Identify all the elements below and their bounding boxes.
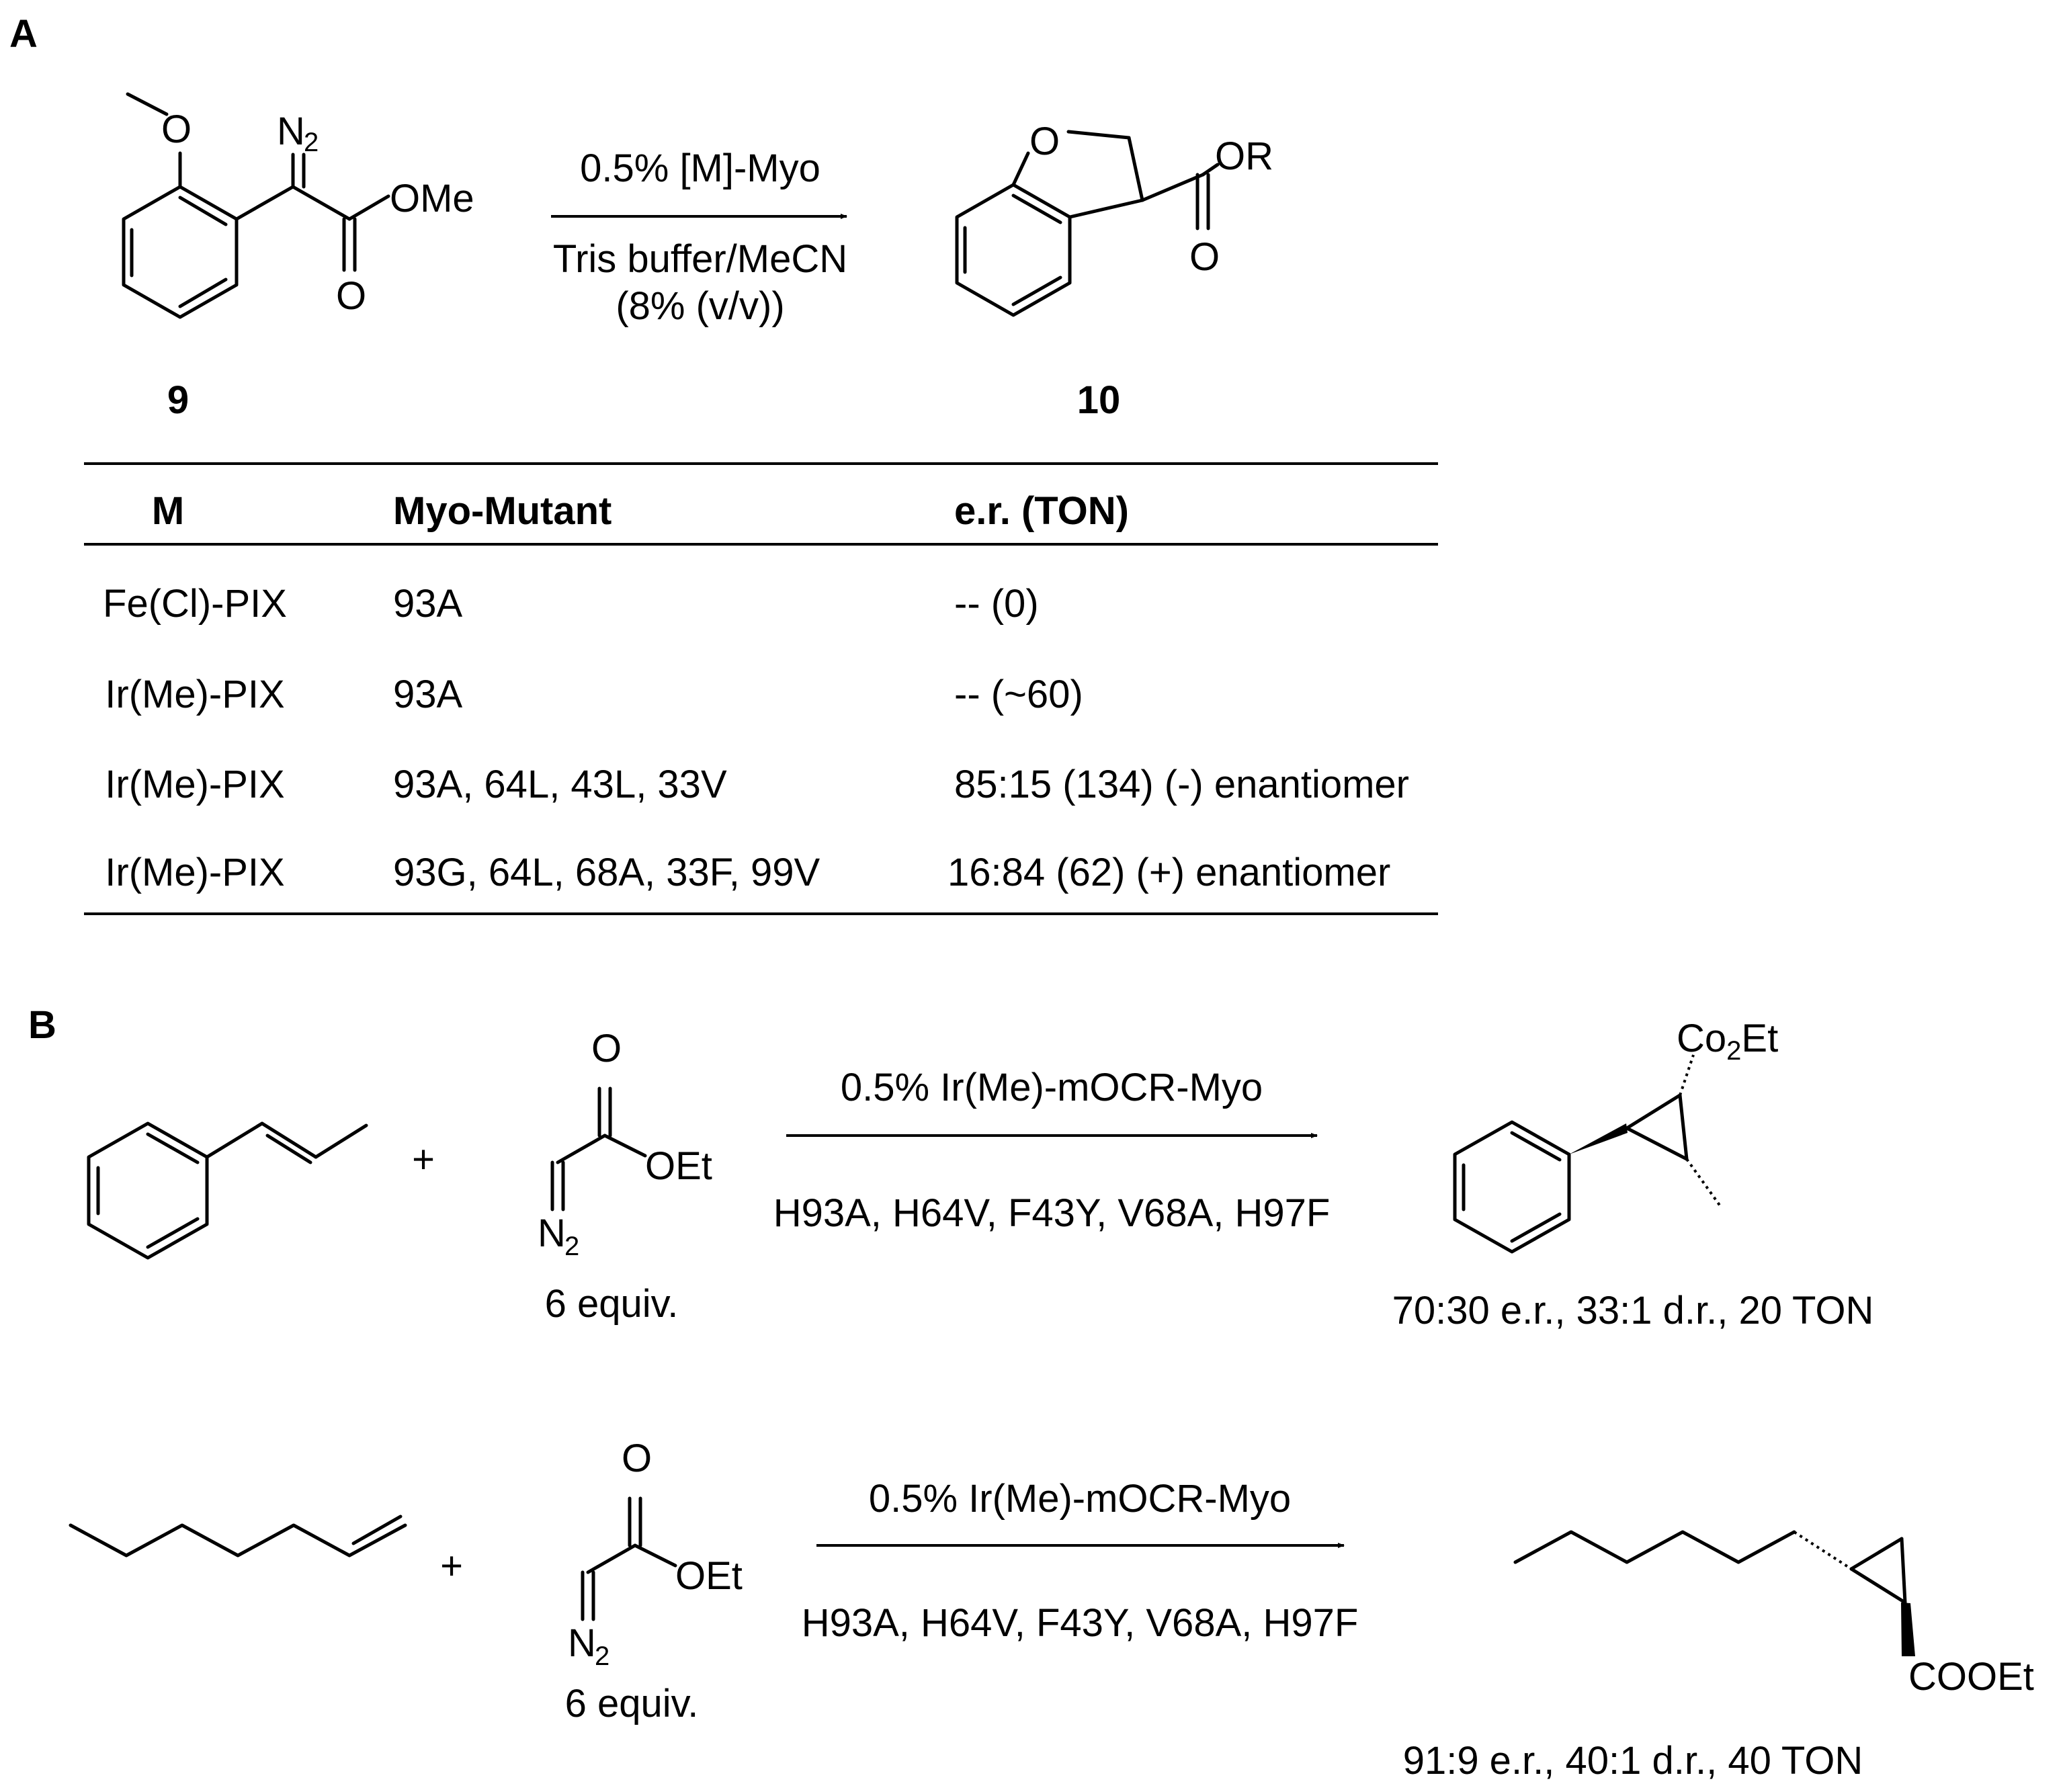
diazo-1-oet: OEt [645, 1144, 712, 1188]
diazo-2-subscript: 2 [595, 1641, 609, 1671]
table-cell-mutant: 93A [393, 673, 463, 716]
compound-10-ring-oxygen: O [1029, 120, 1060, 163]
conditions-b2-catalyst: 0.5% Ir(Me)-mOCR-Myo [869, 1477, 1291, 1521]
octene-chain [69, 1523, 407, 1558]
conditions-b1-mutations: H93A, H64V, F43Y, V68A, H97F [773, 1191, 1331, 1235]
diazo-2-n: N [568, 1621, 596, 1665]
diazo-1-carbonyl-oxygen: O [591, 1027, 622, 1070]
styrene-benzene-ring [87, 1121, 209, 1260]
results-table: M Myo-Mutant e.r. (TON) Fe(Cl)-PIX 93A -… [84, 462, 1438, 915]
table-row: Ir(Me)-PIX 93A -- (~60) [105, 673, 1083, 716]
compound-9-number: 9 [167, 378, 189, 422]
diazo-1-subscript: 2 [564, 1232, 579, 1261]
beta-methylstyrene-structure [87, 1121, 368, 1260]
panel-a-label: A [9, 12, 38, 56]
table-cell-metal: Fe(Cl)-PIX [103, 582, 287, 626]
cyclopropane-product-2-structure [1513, 1530, 1915, 1656]
compound-9-methoxy-oxygen: O [161, 108, 192, 151]
table-cell-er: 16:84 (62) (+) enantiomer [947, 851, 1390, 894]
table-cell-mutant: 93A, 64L, 43L, 33V [393, 763, 727, 806]
table-cell-mutant: 93A [393, 582, 463, 626]
table-cell-metal: Ir(Me)-PIX [105, 673, 284, 716]
compound-9-structure [122, 92, 390, 319]
table-row: Ir(Me)-PIX 93G, 64L, 68A, 33F, 99V 16:84… [105, 851, 1390, 894]
table-cell-mutant: 93G, 64L, 68A, 33F, 99V [393, 851, 820, 894]
product-1-benzene-ring [1453, 1120, 1571, 1254]
compound-10-number: 10 [1077, 378, 1121, 422]
table-row: Ir(Me)-PIX 93A, 64L, 43L, 33V 85:15 (134… [105, 763, 1409, 806]
conditions-a-catalyst: 0.5% [M]-Myo [580, 146, 820, 190]
table-cell-er: -- (~60) [954, 673, 1083, 716]
compound-9-carbonyl-oxygen: O [336, 274, 366, 318]
table-row: Fe(Cl)-PIX 93A -- (0) [103, 582, 1039, 626]
ethyl-diazoacetate-structure-2 [581, 1496, 677, 1621]
table-cell-metal: Ir(Me)-PIX [105, 851, 284, 894]
table-header-mutant: Myo-Mutant [393, 489, 612, 533]
diazo-2-oet: OEt [675, 1554, 743, 1598]
octene-structure [69, 1514, 407, 1558]
ethyl-diazoacetate-structure-1 [550, 1086, 647, 1211]
cyclopropane-product-1-structure [1453, 1054, 1722, 1254]
table-header-er: e.r. (TON) [954, 489, 1129, 533]
compound-9-benzene-ring [122, 185, 239, 319]
conditions-a-solvent: Tris buffer/MeCN [553, 237, 847, 281]
diazo-2-equiv: 6 equiv. [565, 1682, 699, 1725]
panel-b-label: B [28, 1003, 56, 1047]
table-cell-er: 85:15 (134) (-) enantiomer [954, 763, 1409, 806]
table-cell-metal: Ir(Me)-PIX [105, 763, 284, 806]
product-2-hashed-bond [1793, 1531, 1853, 1570]
product-1-hashed-bonds [1679, 1054, 1722, 1207]
compound-10-carbonyl-oxygen: O [1189, 235, 1220, 279]
diazo-2-carbonyl-oxygen: O [622, 1437, 652, 1480]
compound-9-diazo-subscript: 2 [304, 128, 319, 157]
product-1-result: 70:30 e.r., 33:1 d.r., 20 TON [1392, 1289, 1874, 1332]
plus-sign-reaction-2: + [440, 1544, 463, 1588]
product-1-wedge-bond [1569, 1123, 1628, 1154]
diazo-1-equiv: 6 equiv. [545, 1282, 679, 1326]
compound-9-ome: OMe [390, 177, 474, 220]
table-header-m: M [152, 489, 184, 533]
product-2-wedge-bond [1901, 1603, 1915, 1656]
compound-10-or: OR [1215, 134, 1273, 178]
product-1-ester-co: Co2Et [1677, 1017, 1778, 1066]
compound-9-diazo-n: N [277, 110, 305, 153]
compound-10-benzene-ring [955, 183, 1072, 317]
plus-sign-reaction-1: + [412, 1138, 435, 1181]
product-2-ester: COOEt [1908, 1655, 2034, 1699]
diazo-1-n: N [538, 1211, 566, 1255]
product-2-result: 91:9 e.r., 40:1 d.r., 40 TON [1403, 1739, 1863, 1783]
conditions-a-ratio: (8% (v/v)) [616, 284, 784, 328]
conditions-b1-catalyst: 0.5% Ir(Me)-mOCR-Myo [841, 1066, 1263, 1109]
compound-10-structure [955, 130, 1220, 317]
conditions-b2-mutations: H93A, H64V, F43Y, V68A, H97F [802, 1601, 1359, 1645]
product-2-hexyl-chain [1513, 1530, 1796, 1564]
table-cell-er: -- (0) [954, 582, 1039, 626]
